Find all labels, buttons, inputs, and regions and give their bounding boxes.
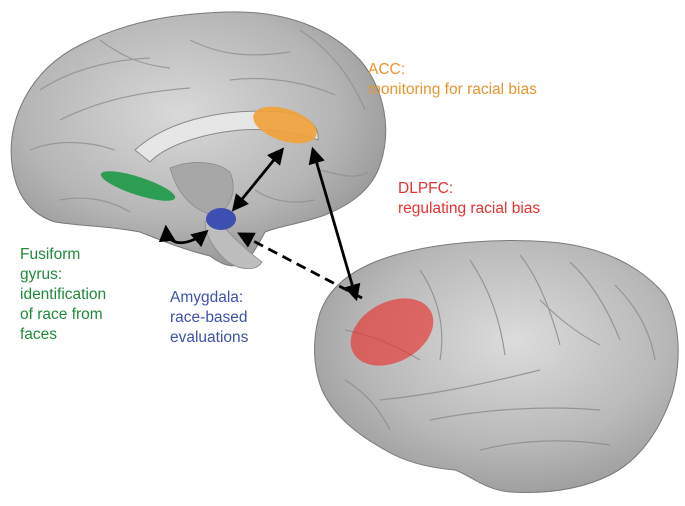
- dlpfc-label: DLPFC: regulating racial bias: [398, 179, 540, 219]
- fusiform-line-1: Fusiform: [20, 246, 81, 263]
- amygdala-dlpfc-dashed-arrow: [237, 232, 363, 300]
- amygdala-line-3: evaluations: [170, 329, 249, 346]
- medial-brain-view: [10, 11, 387, 270]
- fusiform-label: Fusiform gyrus: identification of race f…: [20, 245, 106, 345]
- fusiform-line-2: gyrus:: [20, 266, 63, 283]
- dlpfc-title: DLPFC:: [398, 180, 454, 197]
- lateral-brain-view: [314, 240, 679, 493]
- amygdala-line-2: race-based: [170, 309, 248, 326]
- acc-dlpfc-arrow: [308, 146, 361, 302]
- fusiform-line-4: of race from: [20, 306, 103, 323]
- amygdala-region: [206, 208, 236, 230]
- acc-title: ACC:: [368, 61, 406, 78]
- dlpfc-role: regulating racial bias: [398, 200, 541, 217]
- fusiform-region: [100, 171, 176, 201]
- fusiform-amygdala-arrow: [158, 224, 209, 248]
- fusiform-line-5: faces: [20, 326, 58, 343]
- amygdala-label: Amygdala: race-based evaluations: [170, 288, 248, 348]
- fusiform-line-3: identification: [20, 286, 107, 303]
- amygdala-acc-arrow: [231, 147, 285, 212]
- acc-region: [253, 106, 317, 144]
- connections: [158, 146, 363, 302]
- amygdala-line-1: Amygdala:: [170, 289, 244, 306]
- acc-role: monitoring for racial bias: [368, 81, 537, 98]
- dlpfc-region: [350, 298, 434, 366]
- acc-label: ACC: monitoring for racial bias: [368, 60, 537, 100]
